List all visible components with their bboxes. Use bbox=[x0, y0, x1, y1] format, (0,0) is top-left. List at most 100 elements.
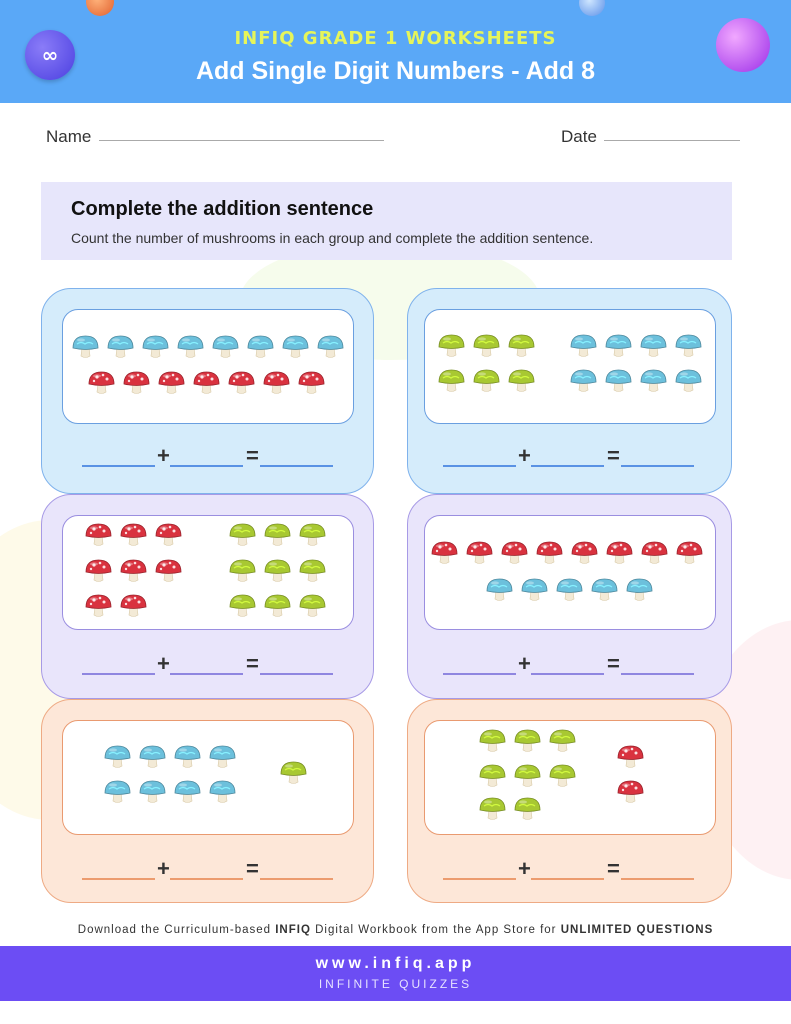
decorative-ball bbox=[579, 0, 605, 16]
answer-blank[interactable] bbox=[260, 465, 333, 467]
name-line[interactable] bbox=[99, 140, 384, 141]
problem-card-5: += bbox=[41, 699, 374, 903]
blue-mushroom-icon bbox=[138, 779, 167, 805]
green-mushroom-icon bbox=[228, 558, 257, 584]
page-footer: www.infiq.app INFINITE QUIZZES bbox=[0, 946, 791, 1001]
blue-mushroom-icon bbox=[71, 334, 100, 360]
plus-sign: + bbox=[157, 443, 170, 468]
answer-blank[interactable] bbox=[621, 465, 694, 467]
date-line[interactable] bbox=[604, 140, 740, 141]
green-mushroom-icon bbox=[298, 522, 327, 548]
red-mushroom-icon bbox=[465, 540, 494, 566]
blue-mushroom-icon bbox=[569, 333, 598, 359]
red-mushroom-icon bbox=[192, 370, 221, 396]
equals-sign: = bbox=[246, 651, 259, 676]
red-mushroom-icon bbox=[262, 370, 291, 396]
answer-blank[interactable] bbox=[82, 465, 155, 467]
answer-blank[interactable] bbox=[443, 878, 516, 880]
red-mushroom-icon bbox=[605, 540, 634, 566]
answer-blank[interactable] bbox=[82, 673, 155, 675]
red-mushroom-icon bbox=[227, 370, 256, 396]
blue-mushroom-icon bbox=[485, 577, 514, 603]
blue-mushroom-icon bbox=[173, 779, 202, 805]
plus-sign: + bbox=[518, 651, 531, 676]
green-mushroom-icon bbox=[437, 368, 466, 394]
footer-url-link[interactable]: www.infiq.app bbox=[315, 955, 476, 972]
red-mushroom-icon bbox=[430, 540, 459, 566]
green-mushroom-icon bbox=[228, 522, 257, 548]
mushroom-box bbox=[424, 309, 716, 424]
answer-blank[interactable] bbox=[531, 465, 604, 467]
green-mushroom-icon bbox=[507, 368, 536, 394]
header-subtitle: INFIQ GRADE 1 WORKSHEETS bbox=[234, 28, 557, 49]
answer-blank[interactable] bbox=[443, 673, 516, 675]
red-mushroom-icon bbox=[122, 370, 151, 396]
blue-mushroom-icon bbox=[208, 779, 237, 805]
red-mushroom-icon bbox=[119, 522, 148, 548]
green-mushroom-icon bbox=[513, 796, 542, 822]
answer-blank[interactable] bbox=[260, 673, 333, 675]
footer-tagline: INFINITE QUIZZES bbox=[318, 977, 473, 991]
blue-mushroom-icon bbox=[103, 779, 132, 805]
green-mushroom-icon bbox=[548, 763, 577, 789]
answer-blank[interactable] bbox=[531, 673, 604, 675]
green-mushroom-icon bbox=[507, 333, 536, 359]
blue-mushroom-icon bbox=[555, 577, 584, 603]
red-mushroom-icon bbox=[84, 522, 113, 548]
blue-mushroom-icon bbox=[625, 577, 654, 603]
blue-mushroom-icon bbox=[281, 334, 310, 360]
green-mushroom-icon bbox=[263, 558, 292, 584]
page-title: Add Single Digit Numbers - Add 8 bbox=[195, 57, 596, 85]
mushroom-box bbox=[62, 720, 354, 835]
red-mushroom-icon bbox=[84, 593, 113, 619]
promo-text: Download the Curriculum-based INFIQ Digi… bbox=[77, 924, 714, 936]
red-mushroom-icon bbox=[297, 370, 326, 396]
red-mushroom-icon bbox=[157, 370, 186, 396]
blue-mushroom-icon bbox=[106, 334, 135, 360]
answer-blank[interactable] bbox=[170, 465, 243, 467]
blue-mushroom-icon bbox=[173, 744, 202, 770]
blue-mushroom-icon bbox=[141, 334, 170, 360]
green-mushroom-icon bbox=[437, 333, 466, 359]
plus-sign: + bbox=[518, 443, 531, 468]
red-mushroom-icon bbox=[154, 522, 183, 548]
answer-blank[interactable] bbox=[170, 673, 243, 675]
blue-mushroom-icon bbox=[176, 334, 205, 360]
green-mushroom-icon bbox=[279, 760, 308, 786]
answer-blank[interactable] bbox=[531, 878, 604, 880]
blue-mushroom-icon bbox=[316, 334, 345, 360]
blue-mushroom-icon bbox=[604, 333, 633, 359]
blue-mushroom-icon bbox=[569, 368, 598, 394]
answer-blank[interactable] bbox=[260, 878, 333, 880]
blue-mushroom-icon bbox=[590, 577, 619, 603]
blue-mushroom-icon bbox=[674, 333, 703, 359]
equals-sign: = bbox=[246, 443, 259, 468]
answer-blank[interactable] bbox=[621, 878, 694, 880]
green-mushroom-icon bbox=[548, 728, 577, 754]
blue-mushroom-icon bbox=[639, 368, 668, 394]
page-header: ∞ INFIQ GRADE 1 WORKSHEETS Add Single Di… bbox=[0, 0, 791, 103]
blue-mushroom-icon bbox=[211, 334, 240, 360]
red-mushroom-icon bbox=[84, 558, 113, 584]
plus-sign: + bbox=[157, 651, 170, 676]
green-mushroom-icon bbox=[478, 796, 507, 822]
green-mushroom-icon bbox=[263, 593, 292, 619]
red-mushroom-icon bbox=[570, 540, 599, 566]
equals-sign: = bbox=[607, 651, 620, 676]
red-mushroom-icon bbox=[616, 779, 645, 805]
green-mushroom-icon bbox=[513, 763, 542, 789]
plus-sign: + bbox=[518, 856, 531, 881]
blue-mushroom-icon bbox=[246, 334, 275, 360]
bottom-strip bbox=[0, 1001, 791, 1024]
blue-mushroom-icon bbox=[103, 744, 132, 770]
instruction-box: Complete the addition sentence Count the… bbox=[41, 182, 732, 260]
answer-blank[interactable] bbox=[621, 673, 694, 675]
answer-blank[interactable] bbox=[82, 878, 155, 880]
answer-blank[interactable] bbox=[443, 465, 516, 467]
mushroom-box bbox=[424, 515, 716, 630]
date-label: Date bbox=[561, 127, 597, 146]
green-mushroom-icon bbox=[298, 593, 327, 619]
blue-mushroom-icon bbox=[604, 368, 633, 394]
green-mushroom-icon bbox=[478, 728, 507, 754]
answer-blank[interactable] bbox=[170, 878, 243, 880]
